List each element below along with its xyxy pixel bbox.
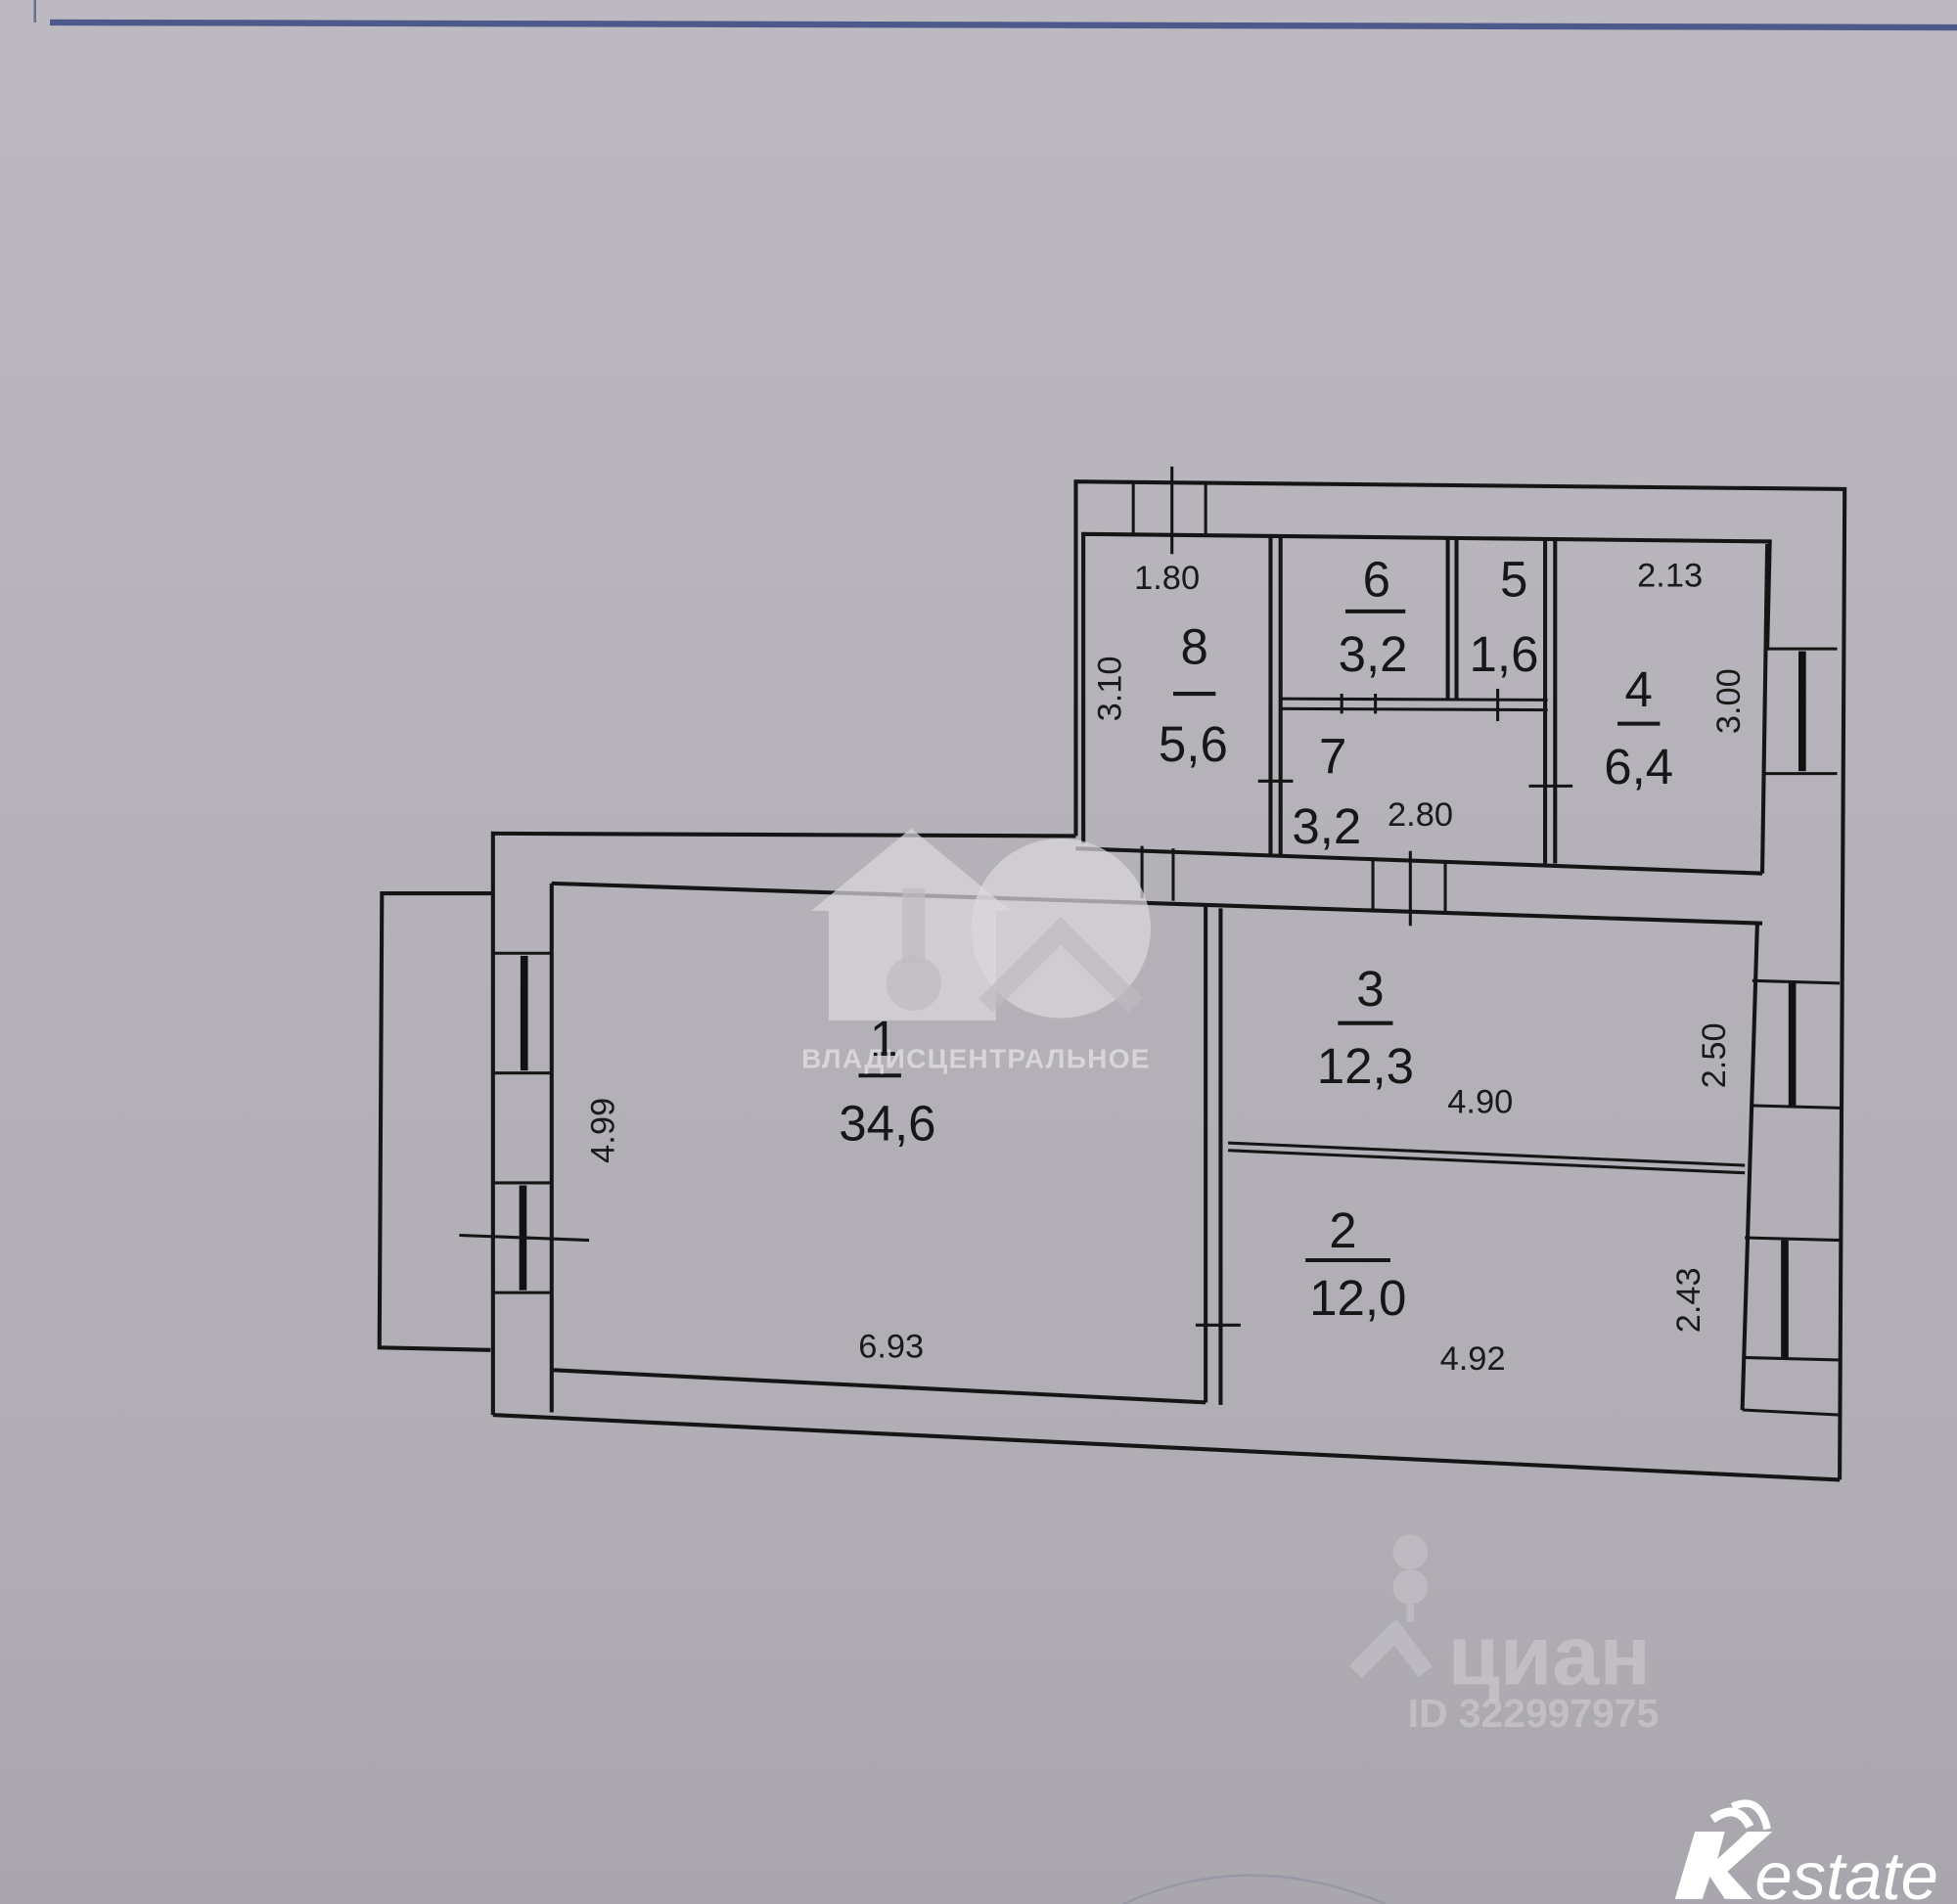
upper-block-walls bbox=[1073, 466, 1847, 1480]
cian-watermark: циан ID 322997975 bbox=[1348, 1534, 1659, 1736]
svg-text:8: 8 bbox=[1180, 618, 1207, 674]
stamp-arc bbox=[1122, 1874, 1387, 1904]
room-7-label: 7 3,2 2.80 bbox=[1292, 729, 1453, 854]
svg-text:3: 3 bbox=[1356, 961, 1384, 1017]
restate-r-logo-icon bbox=[1674, 1799, 1773, 1899]
svg-text:4.92: 4.92 bbox=[1440, 1340, 1506, 1378]
lower-block-walls bbox=[377, 883, 1841, 1482]
svg-text:4.90: 4.90 bbox=[1447, 1084, 1513, 1121]
svg-text:6.93: 6.93 bbox=[858, 1328, 924, 1365]
svg-text:5: 5 bbox=[1500, 552, 1527, 608]
svg-text:1.80: 1.80 bbox=[1134, 560, 1200, 597]
svg-text:4: 4 bbox=[1625, 661, 1653, 717]
room-2-label: 2 12,0 4.92 2.43 bbox=[1305, 1202, 1707, 1378]
house-key-logo-icon bbox=[811, 828, 1152, 1021]
agency-watermark: ВЛАДИСЦЕНТРАЛЬНОЕ bbox=[801, 828, 1152, 1074]
svg-text:3,2: 3,2 bbox=[1339, 626, 1408, 682]
corridor-walls bbox=[490, 831, 1763, 1416]
svg-text:3.00: 3.00 bbox=[1710, 668, 1748, 734]
svg-text:2: 2 bbox=[1329, 1202, 1356, 1258]
restate-logo: estate bbox=[1674, 1799, 1938, 1904]
svg-text:12,3: 12,3 bbox=[1317, 1038, 1414, 1094]
svg-text:ВЛАДИСЦЕНТРАЛЬНОЕ: ВЛАДИСЦЕНТРАЛЬНОЕ bbox=[801, 1044, 1151, 1074]
header-strip bbox=[33, 0, 1957, 31]
map-pin-person-icon bbox=[1348, 1534, 1433, 1679]
svg-text:1,6: 1,6 bbox=[1470, 626, 1539, 682]
svg-text:6: 6 bbox=[1363, 552, 1390, 608]
svg-text:циан: циан bbox=[1448, 1609, 1651, 1703]
room-4-label: 4 6,4 2.13 3.00 bbox=[1604, 557, 1748, 793]
svg-text:5,6: 5,6 bbox=[1159, 716, 1228, 772]
svg-text:7: 7 bbox=[1319, 729, 1346, 785]
room-3-label: 3 12,3 4.90 2.50 bbox=[1317, 961, 1733, 1121]
svg-text:34,6: 34,6 bbox=[839, 1096, 935, 1152]
room-8-label: 8 5,6 1.80 3.10 bbox=[1091, 560, 1227, 772]
svg-text:ID 322997975: ID 322997975 bbox=[1408, 1691, 1659, 1736]
svg-text:4.99: 4.99 bbox=[585, 1098, 622, 1163]
svg-text:6,4: 6,4 bbox=[1604, 739, 1673, 794]
room-6-label: 6 3,2 bbox=[1339, 552, 1408, 683]
svg-text:12,0: 12,0 bbox=[1309, 1270, 1406, 1326]
svg-text:2.50: 2.50 bbox=[1696, 1022, 1733, 1088]
svg-text:3.10: 3.10 bbox=[1091, 656, 1128, 721]
svg-text:2.80: 2.80 bbox=[1388, 796, 1453, 834]
svg-text:2.13: 2.13 bbox=[1637, 557, 1703, 594]
svg-text:estate: estate bbox=[1754, 1838, 1938, 1904]
svg-text:3,2: 3,2 bbox=[1292, 798, 1361, 854]
room-5-label: 5 1,6 bbox=[1470, 552, 1539, 683]
svg-text:2.43: 2.43 bbox=[1670, 1267, 1707, 1333]
